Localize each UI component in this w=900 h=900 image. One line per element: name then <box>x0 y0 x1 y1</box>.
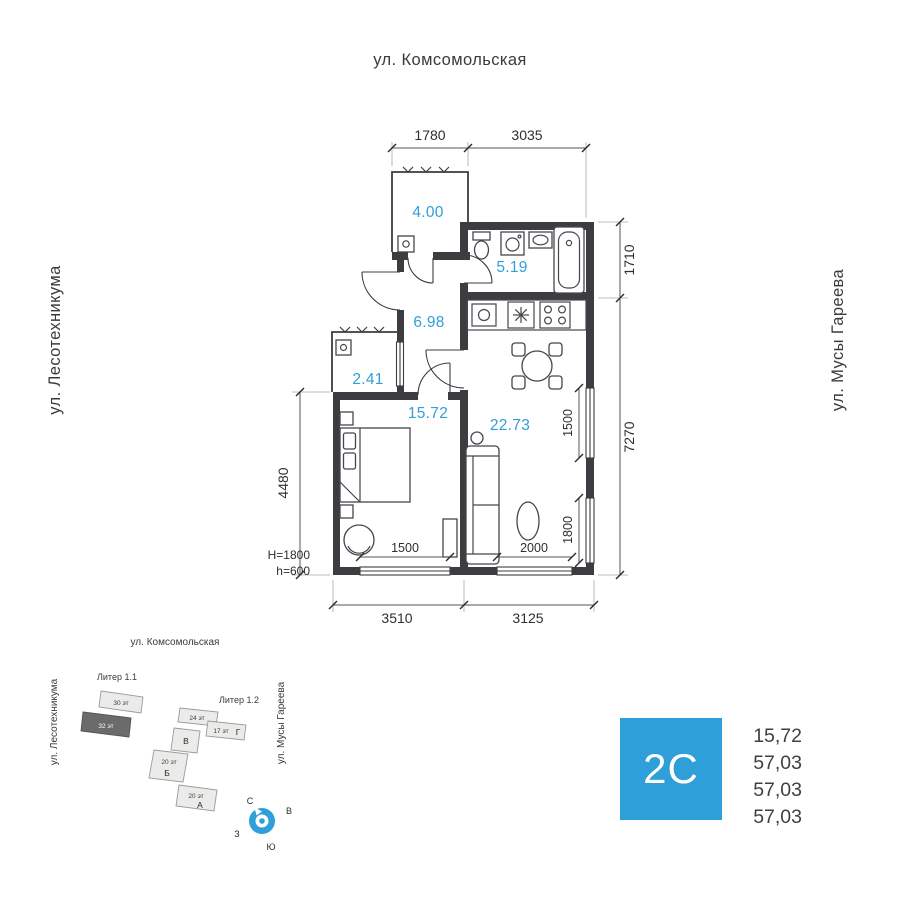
compass-icon: С В З Ю <box>234 796 292 852</box>
room-area-hall: 6.98 <box>413 314 444 331</box>
windows <box>359 341 595 576</box>
compass-north: С <box>247 796 254 806</box>
kitchen-sink <box>471 303 497 327</box>
area-total-1: 57,03 <box>753 752 802 774</box>
walls <box>333 222 594 575</box>
stove <box>539 301 571 329</box>
area-total-2: 57,03 <box>753 779 802 801</box>
dim-window-living: 2000 <box>520 541 548 555</box>
doors <box>361 254 493 396</box>
nightstand <box>339 504 354 519</box>
building-20-a <box>175 784 218 812</box>
dim-bottom-bedroom: 3510 <box>381 610 412 626</box>
street-label-right: ул. Мусы Гареева <box>829 268 847 411</box>
toilet <box>472 231 491 260</box>
bed <box>339 427 411 503</box>
sofa <box>465 445 500 565</box>
apartment-areas: 15,72 57,03 57,03 57,03 <box>722 723 802 831</box>
dim-top-bathroom: 3035 <box>511 127 542 143</box>
compass-south: Ю <box>266 842 275 852</box>
area-living: 15,72 <box>753 725 802 747</box>
balcony-door-arc <box>407 257 434 284</box>
room-area-loggia: 2.41 <box>352 371 383 388</box>
washing-machine <box>500 231 525 256</box>
dim-left-bedroom: 4480 <box>275 467 291 498</box>
entrance-door-arc <box>361 271 401 311</box>
street-label-left: ул. Лесотехникума <box>46 265 64 415</box>
living-door-arc <box>425 349 465 389</box>
building-30 <box>98 690 144 714</box>
apartment-type-label: 2С <box>643 745 699 792</box>
site-minimap: ул. Комсомольская ул. Лесотехникума ул. … <box>49 637 292 852</box>
kitchen-counter <box>466 299 587 331</box>
building-24-floors: 24 эт <box>189 715 204 722</box>
dimension-lines-outer: 1780 3035 1710 7270 4480 3510 3125 <box>275 127 637 626</box>
room-area-bedroom: 15.72 <box>408 405 448 422</box>
compass-west: З <box>234 829 239 839</box>
minimap-street-top: ул. Комсомольская <box>131 637 220 648</box>
dimension-lines-inner: 1500 2000 1500 1800 <box>355 383 584 568</box>
kitchen-fixtures <box>466 299 587 331</box>
nightstand <box>339 411 354 426</box>
living-furniture <box>465 342 563 565</box>
dim-top-balcony: 1780 <box>414 127 445 143</box>
building-32-highlighted <box>80 711 132 738</box>
building-letter-b: Б <box>164 768 170 778</box>
side-table <box>470 431 484 445</box>
minimap-street-right: ул. Мусы Гареева <box>276 681 287 764</box>
room-area-bathroom: 5.19 <box>496 259 527 276</box>
bedroom-door-arc <box>417 362 451 396</box>
dim-right-lower: 7270 <box>621 421 637 452</box>
minimap-liter-1: Литер 1.1 <box>97 672 137 682</box>
building-20b-floors: 20 эт <box>161 759 176 766</box>
building-v <box>170 727 201 754</box>
loggia-outline <box>331 326 397 392</box>
note-window-height: H=1800 <box>268 548 311 562</box>
building-17-floors: 17 эт <box>213 728 228 735</box>
dim-bottom-living: 3125 <box>512 610 543 626</box>
minimap-liter-2: Литер 1.2 <box>219 695 259 705</box>
room-area-living: 22.73 <box>490 417 530 434</box>
fridge-icon <box>507 301 535 329</box>
bedroom-furniture <box>339 411 458 558</box>
compass-east: В <box>286 806 292 816</box>
building-letter-a: А <box>197 800 203 810</box>
apartment-type-badge: 2С <box>620 718 722 820</box>
building-32-floors: 32 эт <box>98 723 113 730</box>
bathroom-sink <box>528 231 553 249</box>
bathroom-fixtures <box>472 226 585 294</box>
building-letter-v: В <box>183 736 189 746</box>
building-letter-g: Г <box>236 727 241 737</box>
coffee-table <box>516 501 540 541</box>
building-20-b <box>148 749 189 783</box>
bathroom-door-arc <box>463 254 493 284</box>
building-30-floors: 30 эт <box>113 700 128 707</box>
note-sill-height: h=600 <box>276 564 310 578</box>
bathtub <box>553 226 585 294</box>
dim-window-bedroom: 1500 <box>391 541 419 555</box>
armchair <box>343 524 375 556</box>
building-17 <box>205 720 247 741</box>
area-total-3: 57,03 <box>753 806 802 828</box>
balcony-outline <box>391 166 469 253</box>
room-area-balcony: 4.00 <box>412 204 443 221</box>
building-20a-floors: 20 эт <box>188 793 203 800</box>
dim-window-right-lower: 1800 <box>561 516 575 544</box>
loggia-cabinet <box>335 339 352 356</box>
minimap-street-left: ул. Лесотехникума <box>49 678 60 765</box>
dresser <box>442 518 458 558</box>
street-label-top: ул. Комсомольская <box>373 51 527 69</box>
dining-table <box>511 342 563 390</box>
dim-window-right-upper: 1500 <box>561 409 575 437</box>
balcony-cabinet <box>397 235 415 253</box>
dim-right-upper: 1710 <box>621 244 637 275</box>
